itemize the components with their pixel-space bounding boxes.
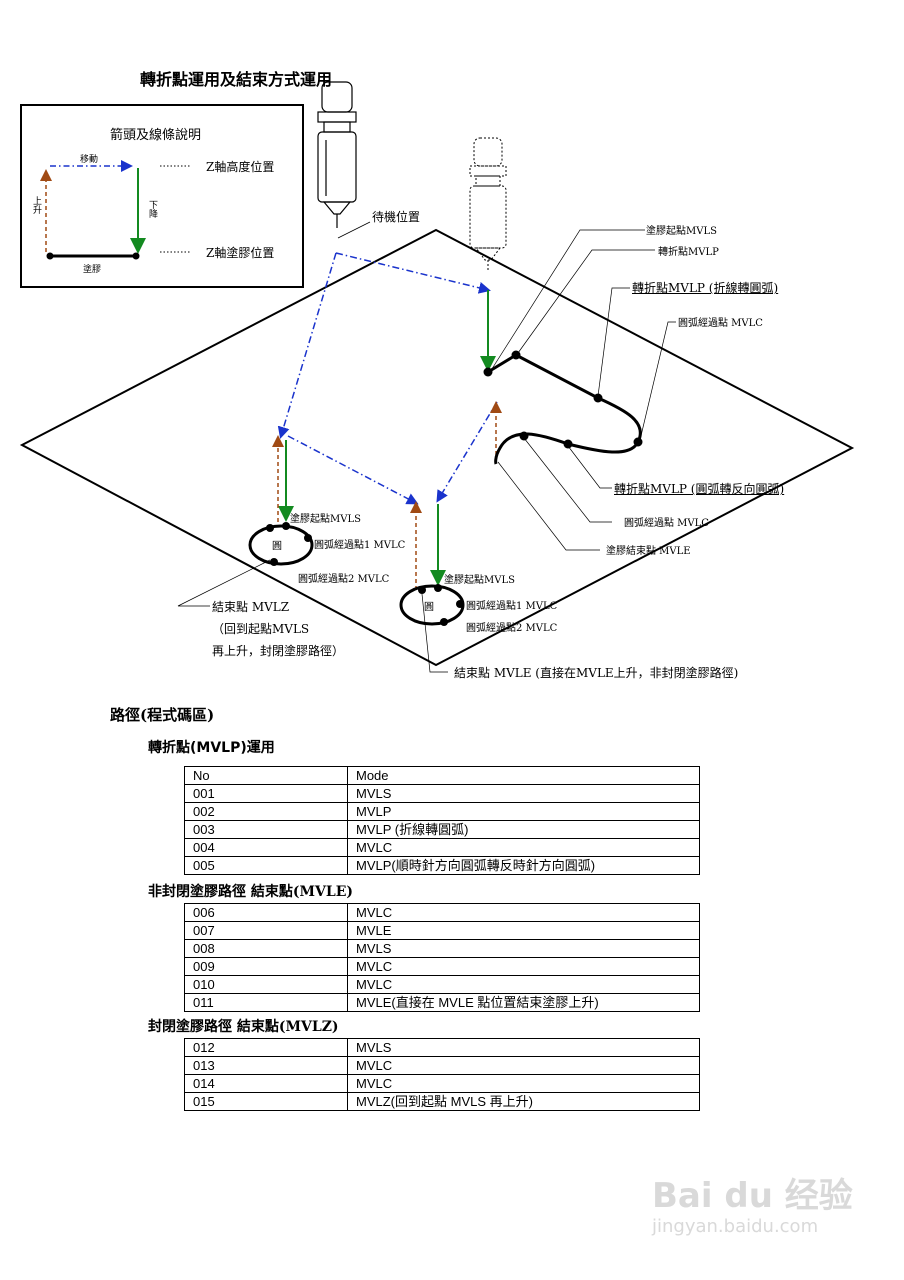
dispenser-nozzle-icon [317,81,357,228]
header-no: No [184,766,348,785]
label-mvlc-arc: 圓弧經過點 MVLC [678,318,763,329]
end-mvlz-line1: 結束點 MVLZ [212,600,290,614]
label-mvlc-arc2: 圓弧經過點 MVLC [624,518,709,529]
legend-down-label: 下降 [147,200,157,218]
circle2-start-label: 塗膠起點MVLS [444,575,515,586]
watermark-brand: Bai du 经验 [652,1176,853,1216]
page-title: 轉折點運用及結束方式運用 [140,70,333,89]
end-mvlz-line2: （回到起點MVLS [212,622,310,636]
legend-dispense-label: 塗膠 [83,265,102,275]
label-mvle-end: 塗膠結束點 MVLE [606,546,691,557]
section-title: 路徑(程式碼區) [110,706,215,724]
group2-title: 非封閉塗膠路徑 結束點(MVLE) [148,884,353,900]
header-mode: Mode [347,766,700,785]
circle1-start-label: 塗膠起點MVLS [290,514,361,525]
legend-z-height: Z軸高度位置 [206,160,275,174]
subsection-mvlp: 轉折點(MVLP)運用 [148,740,275,756]
circle2-p1-label: 圓弧經過點1 MVLC [466,601,558,612]
circle2-p2-label: 圓弧經過點2 MVLC [466,623,558,634]
table-header-row: No Mode [184,766,700,785]
label-mvlp-arc-rev: 轉折點MVLP (圓弧轉反向圓弧) [614,482,785,496]
label-mvls-top: 塗膠起點MVLS [646,226,717,237]
circle1-p1-label: 圓弧經過點1 MVLC [314,540,406,551]
label-mvlp-top: 轉折點MVLP [658,247,719,258]
legend-drawing [40,160,190,260]
worktable-plane [19,228,855,667]
dispensing-path-diagram [19,81,855,673]
standby-label: 待機位置 [372,210,421,224]
legend-box [20,104,304,288]
circle1-p2-label: 圓弧經過點2 MVLC [298,574,390,585]
label-mvlp-line-arc: 轉折點MVLP (折線轉圓弧) [632,281,779,295]
circle1-mark: 圓 [272,541,282,552]
circle2-mark: 圓 [424,602,434,613]
legend-up-label: 上升 [31,196,41,214]
dispenser-nozzle-ghost-icon [469,137,507,272]
dispense-path [487,353,642,465]
watermark-url: jingyan.baidu.com [652,1216,819,1237]
group3-title: 封閉塗膠路徑 結束點(MVLZ) [148,1019,339,1035]
end-mvle-label: 結束點 MVLE (直接在MVLE上升，非封閉塗膠路徑) [454,666,739,680]
end-mvlz-line3: 再上升，封閉塗膠路徑） [212,644,345,658]
legend-z-dispense: Z軸塗膠位置 [206,246,275,260]
legend-title: 箭頭及線條說明 [110,128,202,143]
move-path [335,252,491,294]
legend-move-label: 移動 [80,155,99,165]
circle-path-1 [248,524,314,566]
